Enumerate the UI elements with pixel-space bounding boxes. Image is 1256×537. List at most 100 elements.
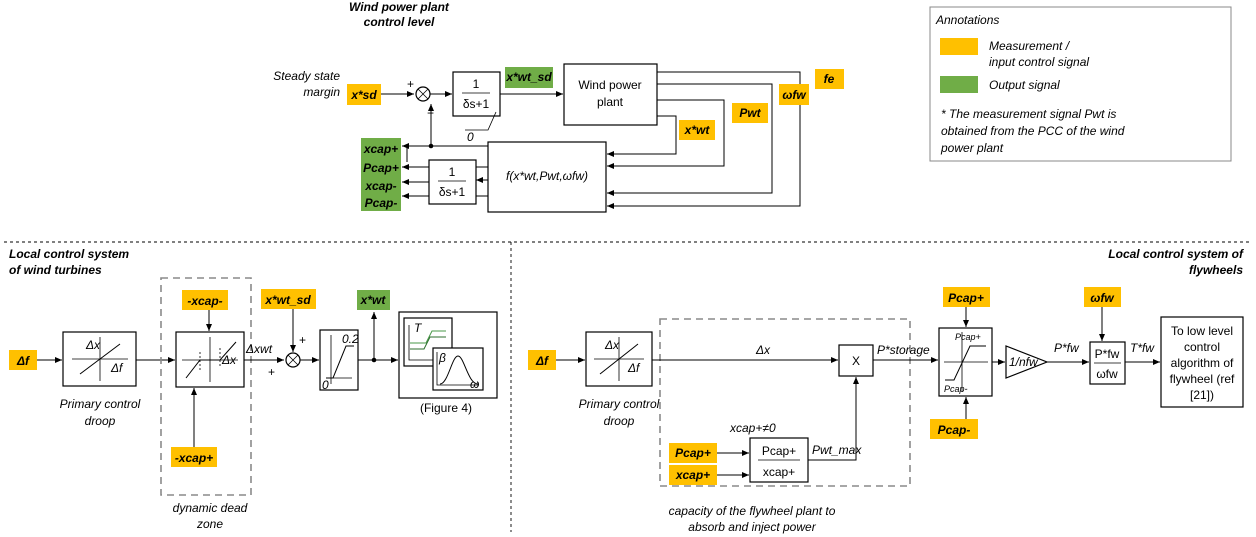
right-droop-label-line2: droop — [604, 414, 635, 428]
feedback-node — [428, 143, 434, 149]
omega-fw-badge — [779, 84, 809, 105]
left-title-line2: of wind turbines — [9, 263, 102, 277]
right-droop-df: Δf — [627, 361, 641, 375]
multiplier-label: X — [852, 354, 860, 368]
sat-lo-label: 0 — [322, 378, 329, 392]
measurement-line1: Measurement / — [989, 39, 1071, 53]
deadzone-label-line2: zone — [196, 517, 223, 531]
ratio-num: Pcap+ — [762, 444, 796, 458]
top-title-line1: Wind power plant — [349, 0, 450, 14]
dx-wt-label: Δxwt — [245, 342, 273, 356]
x-wt-sd-badge — [505, 67, 553, 88]
omega-in-label: ωfw — [1090, 291, 1114, 305]
divider-den: ωfw — [1096, 367, 1118, 381]
turbine-curve-1 — [410, 330, 446, 344]
sat-hi-label: 0.2 — [342, 332, 359, 346]
x-cap-plus-in-badge — [669, 465, 717, 485]
low-level-control-block — [1160, 316, 1244, 408]
right-title-line2: flywheels — [1189, 263, 1243, 277]
neg-xcap-plus-badge — [171, 447, 217, 467]
annotations-frame — [929, 6, 1232, 162]
left-droop-curve — [79, 343, 121, 375]
right-title-line1: Local control system of — [1108, 247, 1244, 261]
xwt-badge — [679, 120, 715, 140]
output-swatch — [940, 76, 978, 93]
deadzone-dashed-box — [160, 277, 252, 496]
sat-bot-in-label: Pcap- — [938, 423, 971, 437]
sum-cross-b — [417, 88, 429, 100]
gain-block — [1005, 345, 1049, 379]
capacity-function-block — [487, 141, 607, 213]
out-xcap-minus: xcap- — [364, 179, 396, 193]
neg-xcap-plus-label: -xcap+ — [175, 451, 213, 465]
p-cap-plus-in-label: Pcap+ — [675, 446, 711, 460]
left-droop-df: Δf — [110, 361, 124, 375]
output-legend-label: Output signal — [989, 78, 1060, 92]
right-delta-f-label: Δf — [535, 354, 549, 368]
x-cap-plus-in-label: xcap+ — [675, 468, 710, 482]
figure-ref-label: (Figure 4) — [420, 401, 472, 415]
right-dx-line-label: Δx — [755, 343, 771, 357]
deadzone-label-line1: dynamic dead — [173, 501, 248, 515]
out-line4: flywheel (ref — [1170, 372, 1235, 386]
note-line3: power plant — [940, 141, 1004, 155]
measurement-swatch — [940, 38, 978, 55]
left-droop-label-line1: Primary control — [60, 397, 141, 411]
left-droop-label-line2: droop — [85, 414, 116, 428]
pwt-label: Pwt — [739, 106, 761, 120]
right-droop-label-line1: Primary control — [579, 397, 660, 411]
annotations-box: Annotations Measurement / input control … — [929, 6, 1232, 162]
top-filter-limit-zero: 0 — [467, 130, 474, 144]
right-delta-f-badge — [528, 350, 556, 370]
wind-turbine-section: Local control system of wind turbines Δf… — [9, 247, 498, 531]
turbine-curve-2 — [410, 336, 446, 350]
pwt-badge — [732, 103, 768, 123]
steady-state-label-line2: margin — [303, 85, 340, 99]
left-x-wt-sd-badge — [261, 289, 316, 309]
left-delta-f-label: Δf — [16, 354, 30, 368]
left-x-wt-label: x*wt — [360, 293, 387, 307]
right-sat-bot-label: Pcap- — [944, 384, 968, 394]
right-droop-curve — [599, 343, 639, 375]
sat-top-in-label: Pcap+ — [948, 291, 984, 305]
fe-badge — [815, 69, 844, 89]
left-droop-dx: Δx — [85, 338, 101, 352]
dz-curve — [185, 341, 237, 379]
left-sum-cross-b — [287, 354, 299, 366]
fe-feedback-wire — [607, 71, 801, 209]
p-storage-label: P*storage — [877, 343, 930, 357]
lower-filter-den: δs+1 — [439, 185, 466, 199]
ratio-to-multiplier-wire — [808, 377, 859, 461]
left-sum-plus-top: + — [299, 333, 306, 347]
out-pcap-plus: Pcap+ — [363, 161, 399, 175]
p-wt-max-label: Pwt_max — [812, 443, 862, 457]
neg-xcap-minus-label: -xcap- — [187, 294, 222, 308]
steady-state-label-line1: Steady state — [273, 69, 340, 83]
note-line1: * The measurement signal Pwt is — [941, 107, 1116, 121]
x-wt-sd-label: x*wt_sd — [505, 70, 552, 84]
out-line2: control — [1184, 340, 1220, 354]
left-sum-plus-bottom: + — [268, 365, 275, 379]
x-sd-label: x*sd — [350, 88, 377, 102]
top-sum-plus: + — [407, 77, 414, 91]
left-x-wt-sd-label: x*wt_sd — [264, 293, 311, 307]
omega-fw-label: ωfw — [782, 88, 806, 102]
capacity-label-line1: capacity of the flywheel plant to — [669, 504, 836, 518]
turbine-omega-label: ω — [470, 377, 479, 391]
wind-power-plant-block — [563, 63, 658, 126]
lower-filter-num: 1 — [449, 165, 456, 179]
left-saturation-block — [319, 329, 359, 391]
right-sat-curve — [945, 345, 986, 381]
capacity-dashed-box — [659, 318, 911, 487]
out-line3: algorithm of — [1171, 356, 1234, 370]
divider-num: P*fw — [1095, 347, 1120, 361]
measurement-line2: input control signal — [989, 55, 1089, 69]
p-cap-plus-in-badge — [669, 443, 717, 463]
plant-label-line2: plant — [597, 95, 624, 109]
p-fw-label: P*fw — [1054, 341, 1080, 355]
top-section: Wind power plant control level Steady st… — [273, 0, 844, 213]
sat-top-in-badge — [943, 287, 990, 307]
left-x-wt-badge — [357, 290, 390, 310]
top-title-line2: control level — [364, 15, 435, 29]
